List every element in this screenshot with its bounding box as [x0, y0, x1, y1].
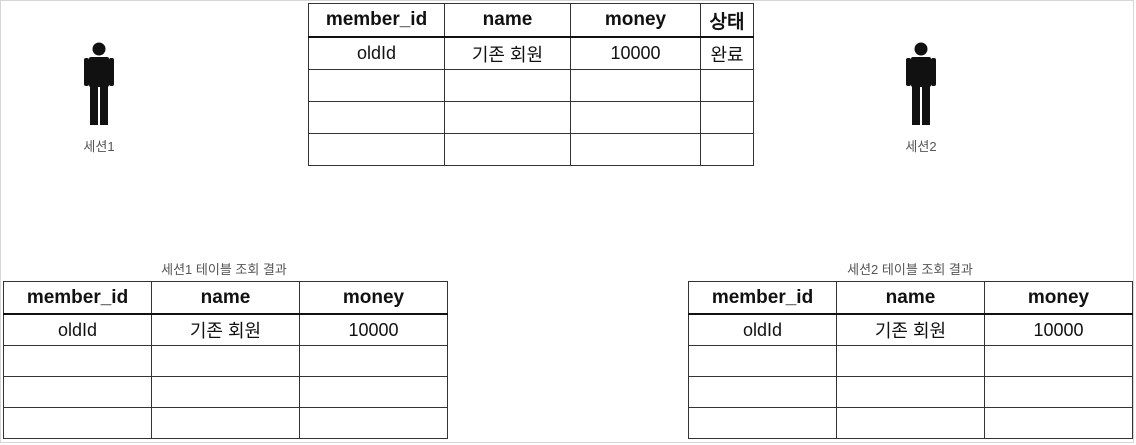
- cell-money: 10000: [570, 36, 701, 70]
- session1-label: 세션1: [83, 139, 115, 154]
- column-header-name: name: [444, 3, 571, 38]
- column-header-money: money: [984, 281, 1133, 315]
- empty-cell: [444, 133, 571, 166]
- session2-result-caption: 세션2 테이블 조회 결과: [847, 262, 973, 277]
- empty-cell: [984, 376, 1133, 408]
- empty-cell: [444, 101, 571, 134]
- empty-cell: [308, 133, 445, 166]
- empty-table-row: [3, 376, 448, 408]
- empty-table-row: [688, 376, 1133, 408]
- empty-cell: [570, 133, 701, 166]
- cell-money: 10000: [984, 313, 1133, 346]
- empty-cell: [836, 345, 985, 377]
- column-header-member-id: member_id: [308, 3, 445, 38]
- session2-label: 세션2: [905, 139, 937, 154]
- empty-table-row: [688, 345, 1133, 377]
- table-header-row: member_id name money 상태: [308, 3, 754, 38]
- empty-cell: [688, 407, 837, 439]
- empty-cell: [570, 101, 701, 134]
- column-header-money: money: [570, 3, 701, 38]
- cell-name: 기존 회원: [151, 313, 300, 346]
- person-icon: [906, 42, 936, 125]
- empty-cell: [984, 407, 1133, 439]
- empty-cell: [570, 69, 701, 102]
- empty-cell: [299, 407, 448, 439]
- session2-result-table: member_id name money oldId 기존 회원 10000: [688, 281, 1133, 439]
- empty-table-row: [688, 407, 1133, 439]
- empty-table-row: [308, 69, 754, 102]
- empty-cell: [700, 69, 754, 102]
- empty-cell: [299, 345, 448, 377]
- empty-cell: [308, 69, 445, 102]
- empty-cell: [151, 345, 300, 377]
- empty-cell: [688, 345, 837, 377]
- cell-member-id: oldId: [688, 313, 837, 346]
- empty-cell: [984, 345, 1133, 377]
- empty-cell: [3, 407, 152, 439]
- empty-table-row: [308, 133, 754, 166]
- cell-name: 기존 회원: [836, 313, 985, 346]
- empty-cell: [308, 101, 445, 134]
- column-header-name: name: [836, 281, 985, 315]
- empty-cell: [3, 376, 152, 408]
- empty-table-row: [3, 345, 448, 377]
- cell-name: 기존 회원: [444, 36, 571, 70]
- empty-cell: [836, 407, 985, 439]
- column-header-member-id: member_id: [3, 281, 152, 315]
- column-header-name: name: [151, 281, 300, 315]
- cell-member-id: oldId: [308, 36, 445, 70]
- session1-result-table: member_id name money oldId 기존 회원 10000: [3, 281, 448, 439]
- cell-member-id: oldId: [3, 313, 152, 346]
- empty-cell: [700, 101, 754, 134]
- person-icon: [84, 42, 114, 125]
- empty-cell: [151, 407, 300, 439]
- column-header-status: 상태: [700, 3, 754, 38]
- empty-table-row: [3, 407, 448, 439]
- empty-cell: [444, 69, 571, 102]
- table-row: oldId 기존 회원 10000 완료: [308, 36, 754, 70]
- table-row: oldId 기존 회원 10000: [688, 313, 1133, 346]
- empty-cell: [688, 376, 837, 408]
- column-header-member-id: member_id: [688, 281, 837, 315]
- empty-cell: [700, 133, 754, 166]
- session1-result-caption: 세션1 테이블 조회 결과: [161, 262, 287, 277]
- empty-cell: [3, 345, 152, 377]
- table-header-row: member_id name money: [688, 281, 1133, 315]
- empty-cell: [836, 376, 985, 408]
- shared-member-table: member_id name money 상태 oldId 기존 회원 1000…: [308, 3, 754, 166]
- table-row: oldId 기존 회원 10000: [3, 313, 448, 346]
- table-header-row: member_id name money: [3, 281, 448, 315]
- empty-cell: [299, 376, 448, 408]
- column-header-money: money: [299, 281, 448, 315]
- cell-status: 완료: [700, 36, 754, 70]
- cell-money: 10000: [299, 313, 448, 346]
- empty-cell: [151, 376, 300, 408]
- empty-table-row: [308, 101, 754, 134]
